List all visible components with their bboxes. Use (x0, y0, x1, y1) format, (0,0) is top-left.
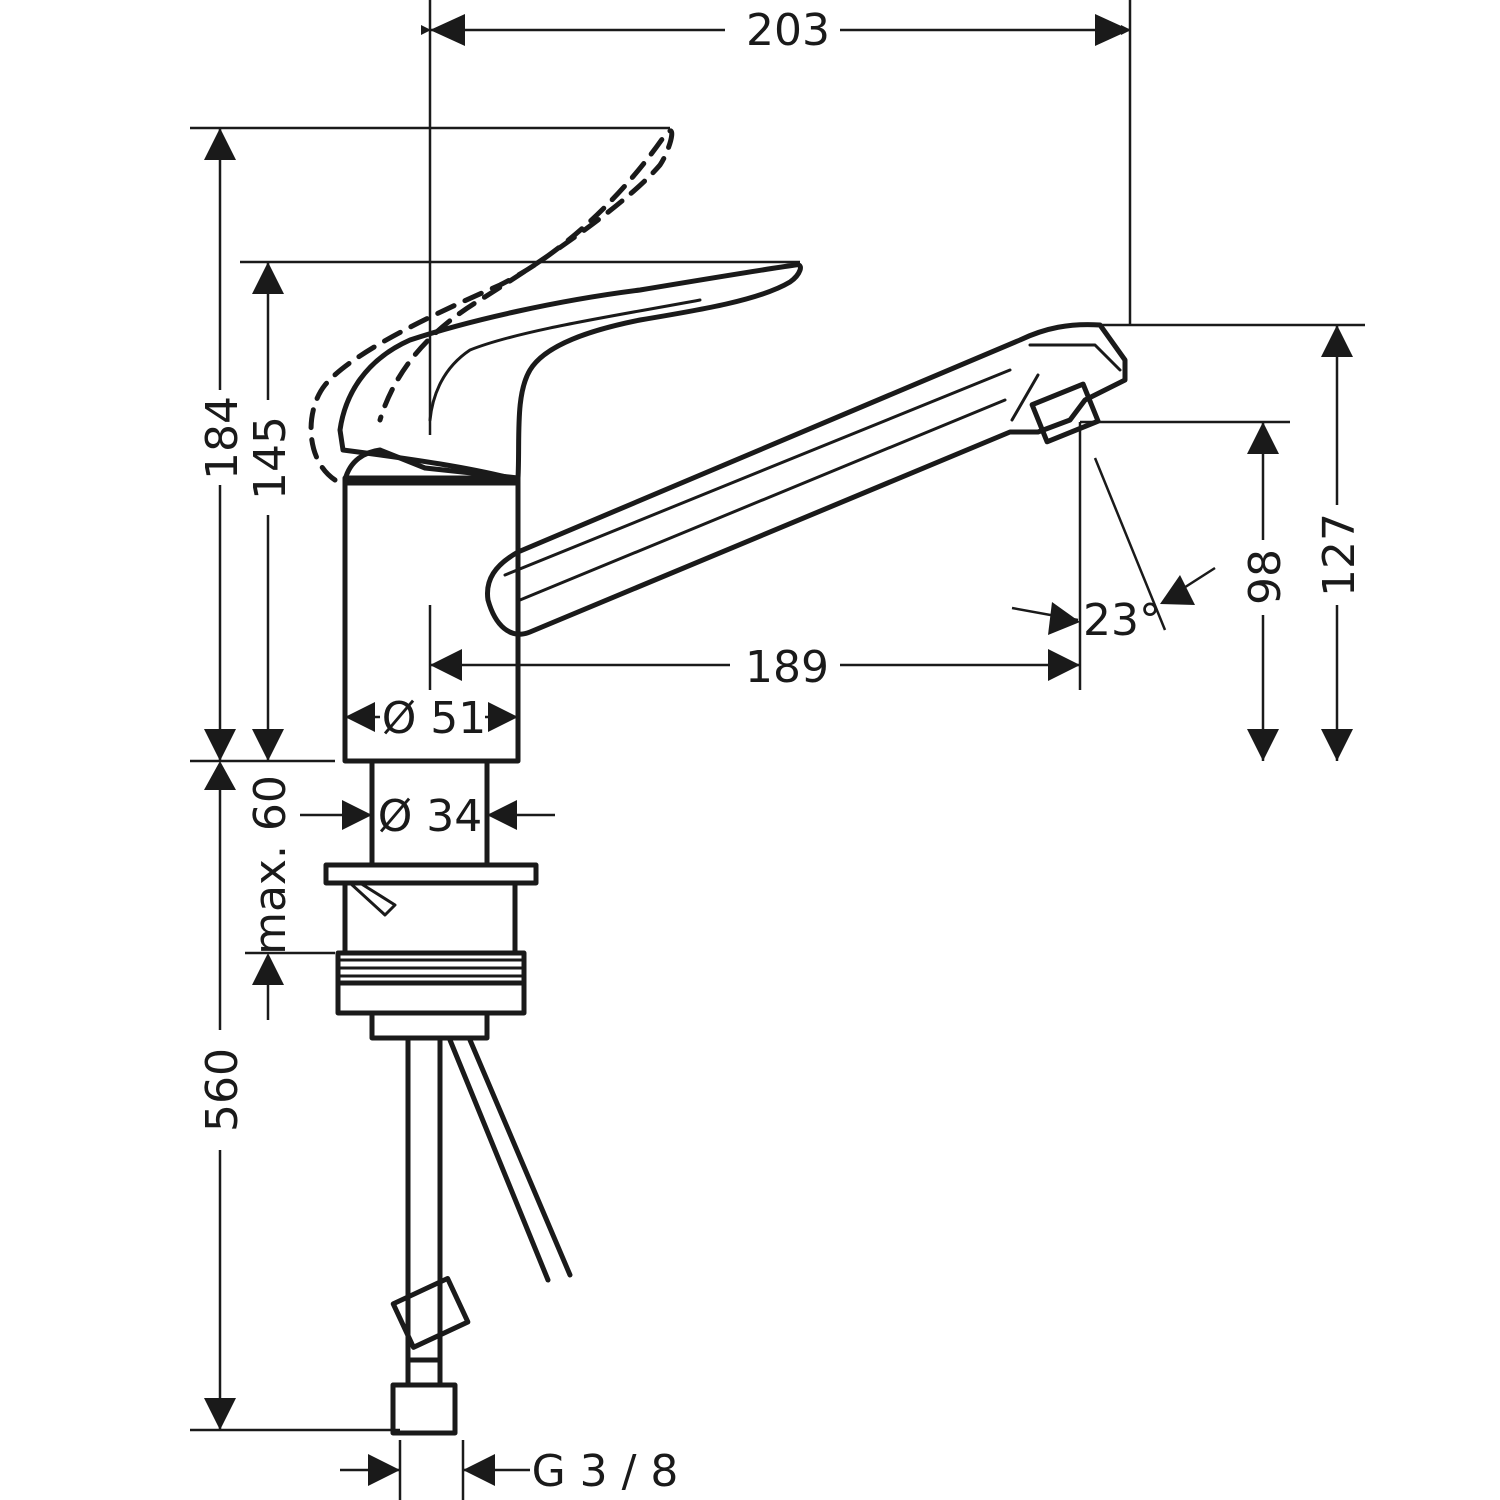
dim-23deg-label: 23° (1083, 595, 1161, 646)
dim-127-label: 127 (1314, 513, 1365, 597)
spout (484, 322, 1128, 637)
lever-handle (337, 262, 803, 481)
hose-straight-nut (390, 1382, 458, 1436)
lever-open-position (308, 128, 675, 483)
dimension-labels: 203 189 23° Ø 51 Ø 34 G 3 / 8 184 145 12… (197, 5, 1365, 1497)
dim-184-label: 184 (197, 396, 248, 480)
mounting-nut (342, 880, 518, 956)
mixer-tap-outline (308, 128, 1128, 1436)
dim-203-label: 203 (746, 5, 830, 56)
dim-189-label: 189 (745, 642, 829, 693)
dim-g38-label: G 3 / 8 (532, 1446, 679, 1497)
dimension-lines (190, 0, 1365, 1500)
dim-51-label: Ø 51 (382, 693, 487, 744)
mounting-plate (323, 862, 539, 886)
lever-base (342, 447, 521, 483)
dim-max60-label: max. 60 (245, 775, 296, 955)
dim-98-label: 98 (1240, 549, 1291, 605)
hose-straight (405, 1035, 443, 1383)
hose-angled (447, 1037, 573, 1283)
dim-34-label: Ø 34 (378, 791, 483, 842)
dim-560-label: 560 (197, 1048, 248, 1132)
dim-145-label: 145 (245, 416, 296, 500)
hose-angled-nut (390, 1275, 471, 1350)
aerator (1029, 381, 1101, 445)
